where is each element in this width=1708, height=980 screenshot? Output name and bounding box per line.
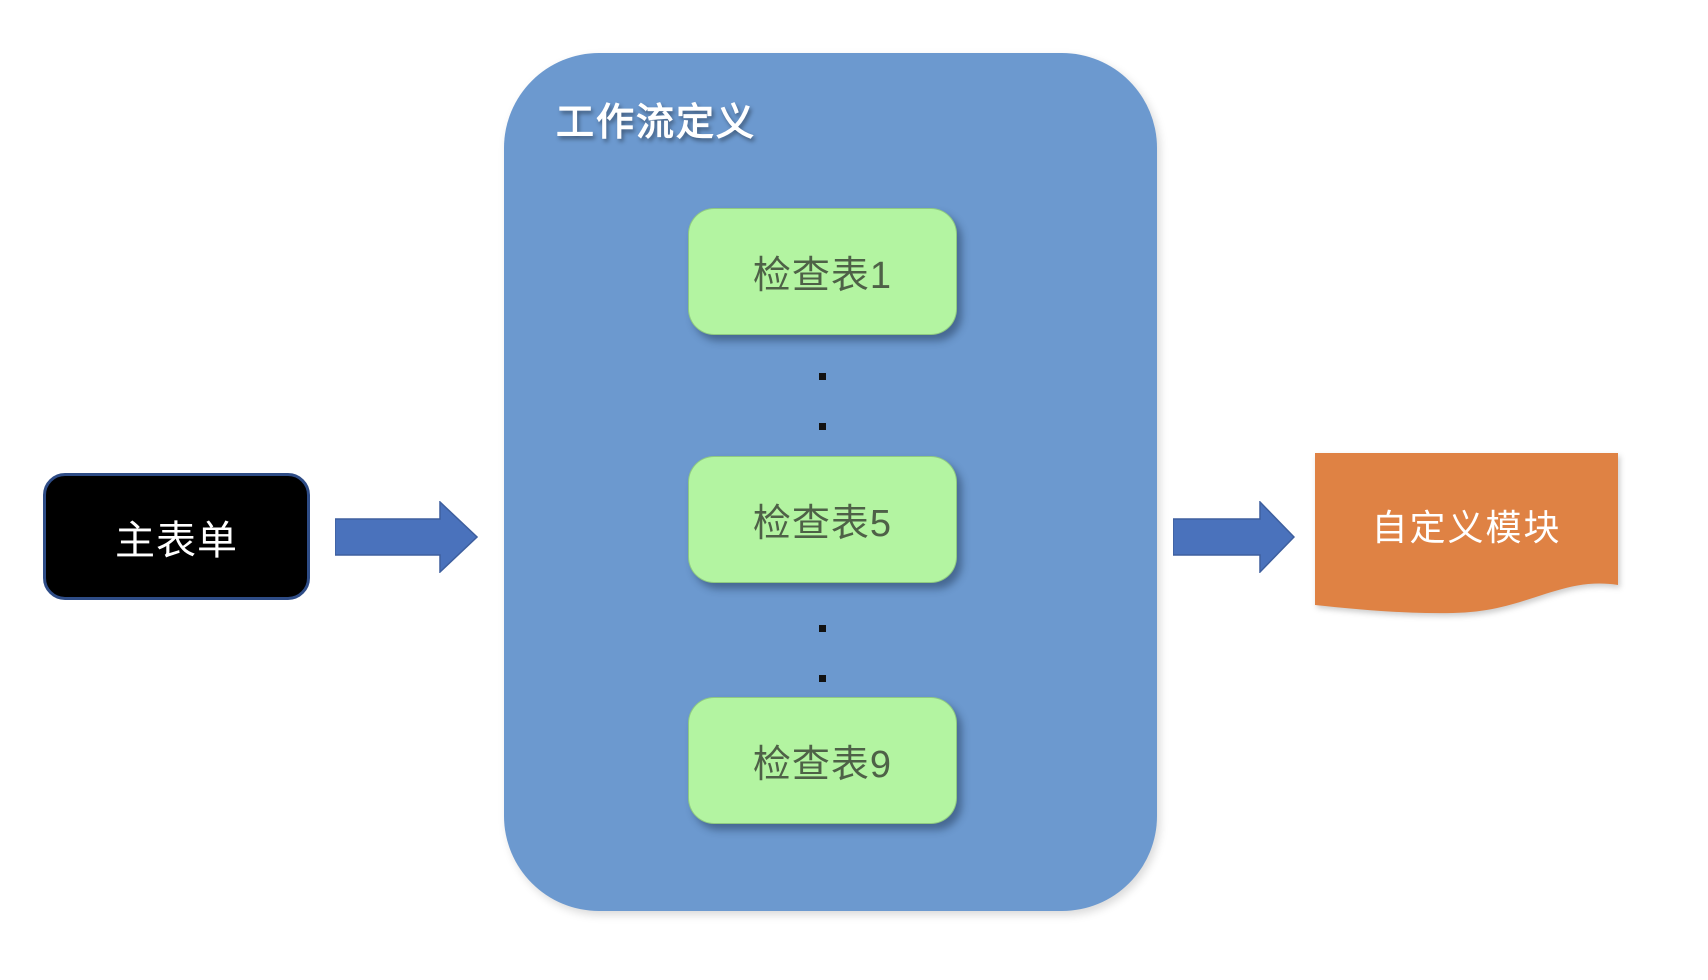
workflow-group-title: 工作流定义 — [556, 102, 757, 144]
document-shape-icon — [1315, 453, 1618, 614]
checklist-node-1: 检查表1 — [688, 208, 957, 335]
custom-module-node: 自定义模块 — [1315, 453, 1618, 618]
checklist-label: 检查表1 — [752, 255, 893, 297]
workflow-group: 工作流定义 检查表1 检查表5 检查表9 — [504, 53, 1157, 911]
ellipsis-dot-icon — [819, 675, 826, 682]
ellipsis-dot-icon — [819, 373, 826, 380]
checklist-label: 检查表5 — [752, 503, 893, 545]
right-arrow-icon — [335, 501, 478, 573]
custom-module-label: 自定义模块 — [1371, 507, 1562, 548]
ellipsis-dot-icon — [819, 423, 826, 430]
checklist-node-5: 检查表5 — [688, 456, 957, 583]
main-form-label: 主表单 — [115, 518, 238, 563]
main-form-node: 主表单 — [43, 473, 310, 600]
checklist-label: 检查表9 — [752, 744, 893, 786]
checklist-node-9: 检查表9 — [688, 697, 957, 824]
right-arrow-icon — [1173, 501, 1295, 573]
ellipsis-dot-icon — [819, 625, 826, 632]
